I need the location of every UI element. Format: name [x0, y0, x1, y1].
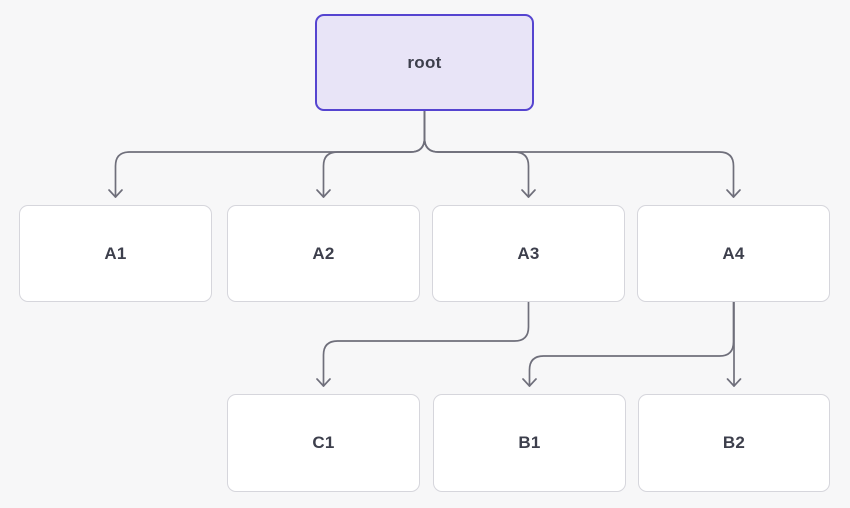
- node-label: C1: [312, 433, 335, 452]
- node-a2[interactable]: A2: [227, 205, 420, 302]
- edge-root-a3: [423, 110, 530, 198]
- arrowhead-icon: [108, 189, 123, 198]
- node-a3[interactable]: A3: [432, 205, 625, 302]
- node-root[interactable]: root: [315, 14, 534, 111]
- node-b1[interactable]: B1: [433, 394, 626, 492]
- arrowhead-icon: [726, 378, 742, 387]
- edge-a3-c1: [322, 301, 530, 387]
- arrowhead-icon: [316, 378, 331, 387]
- node-label: B1: [518, 433, 541, 452]
- node-a4[interactable]: A4: [637, 205, 830, 302]
- node-c1[interactable]: C1: [227, 394, 420, 492]
- node-label: B2: [722, 433, 746, 452]
- node-label: A4: [722, 243, 745, 263]
- node-a1[interactable]: A1: [19, 205, 212, 302]
- arrowhead-icon: [521, 189, 536, 198]
- arrowhead-icon: [522, 378, 537, 387]
- edge-root-a1: [114, 110, 426, 198]
- node-label: root: [407, 52, 442, 72]
- node-label: A3: [517, 243, 540, 263]
- arrowhead-icon: [316, 189, 331, 198]
- node-b2[interactable]: B2: [638, 394, 830, 492]
- edge-root-a2: [322, 110, 426, 198]
- node-label: A1: [104, 243, 127, 263]
- edge-root-a4: [423, 110, 735, 198]
- node-label: A2: [312, 243, 335, 263]
- edge-a4-b1: [528, 301, 735, 387]
- arrowhead-icon: [726, 189, 741, 198]
